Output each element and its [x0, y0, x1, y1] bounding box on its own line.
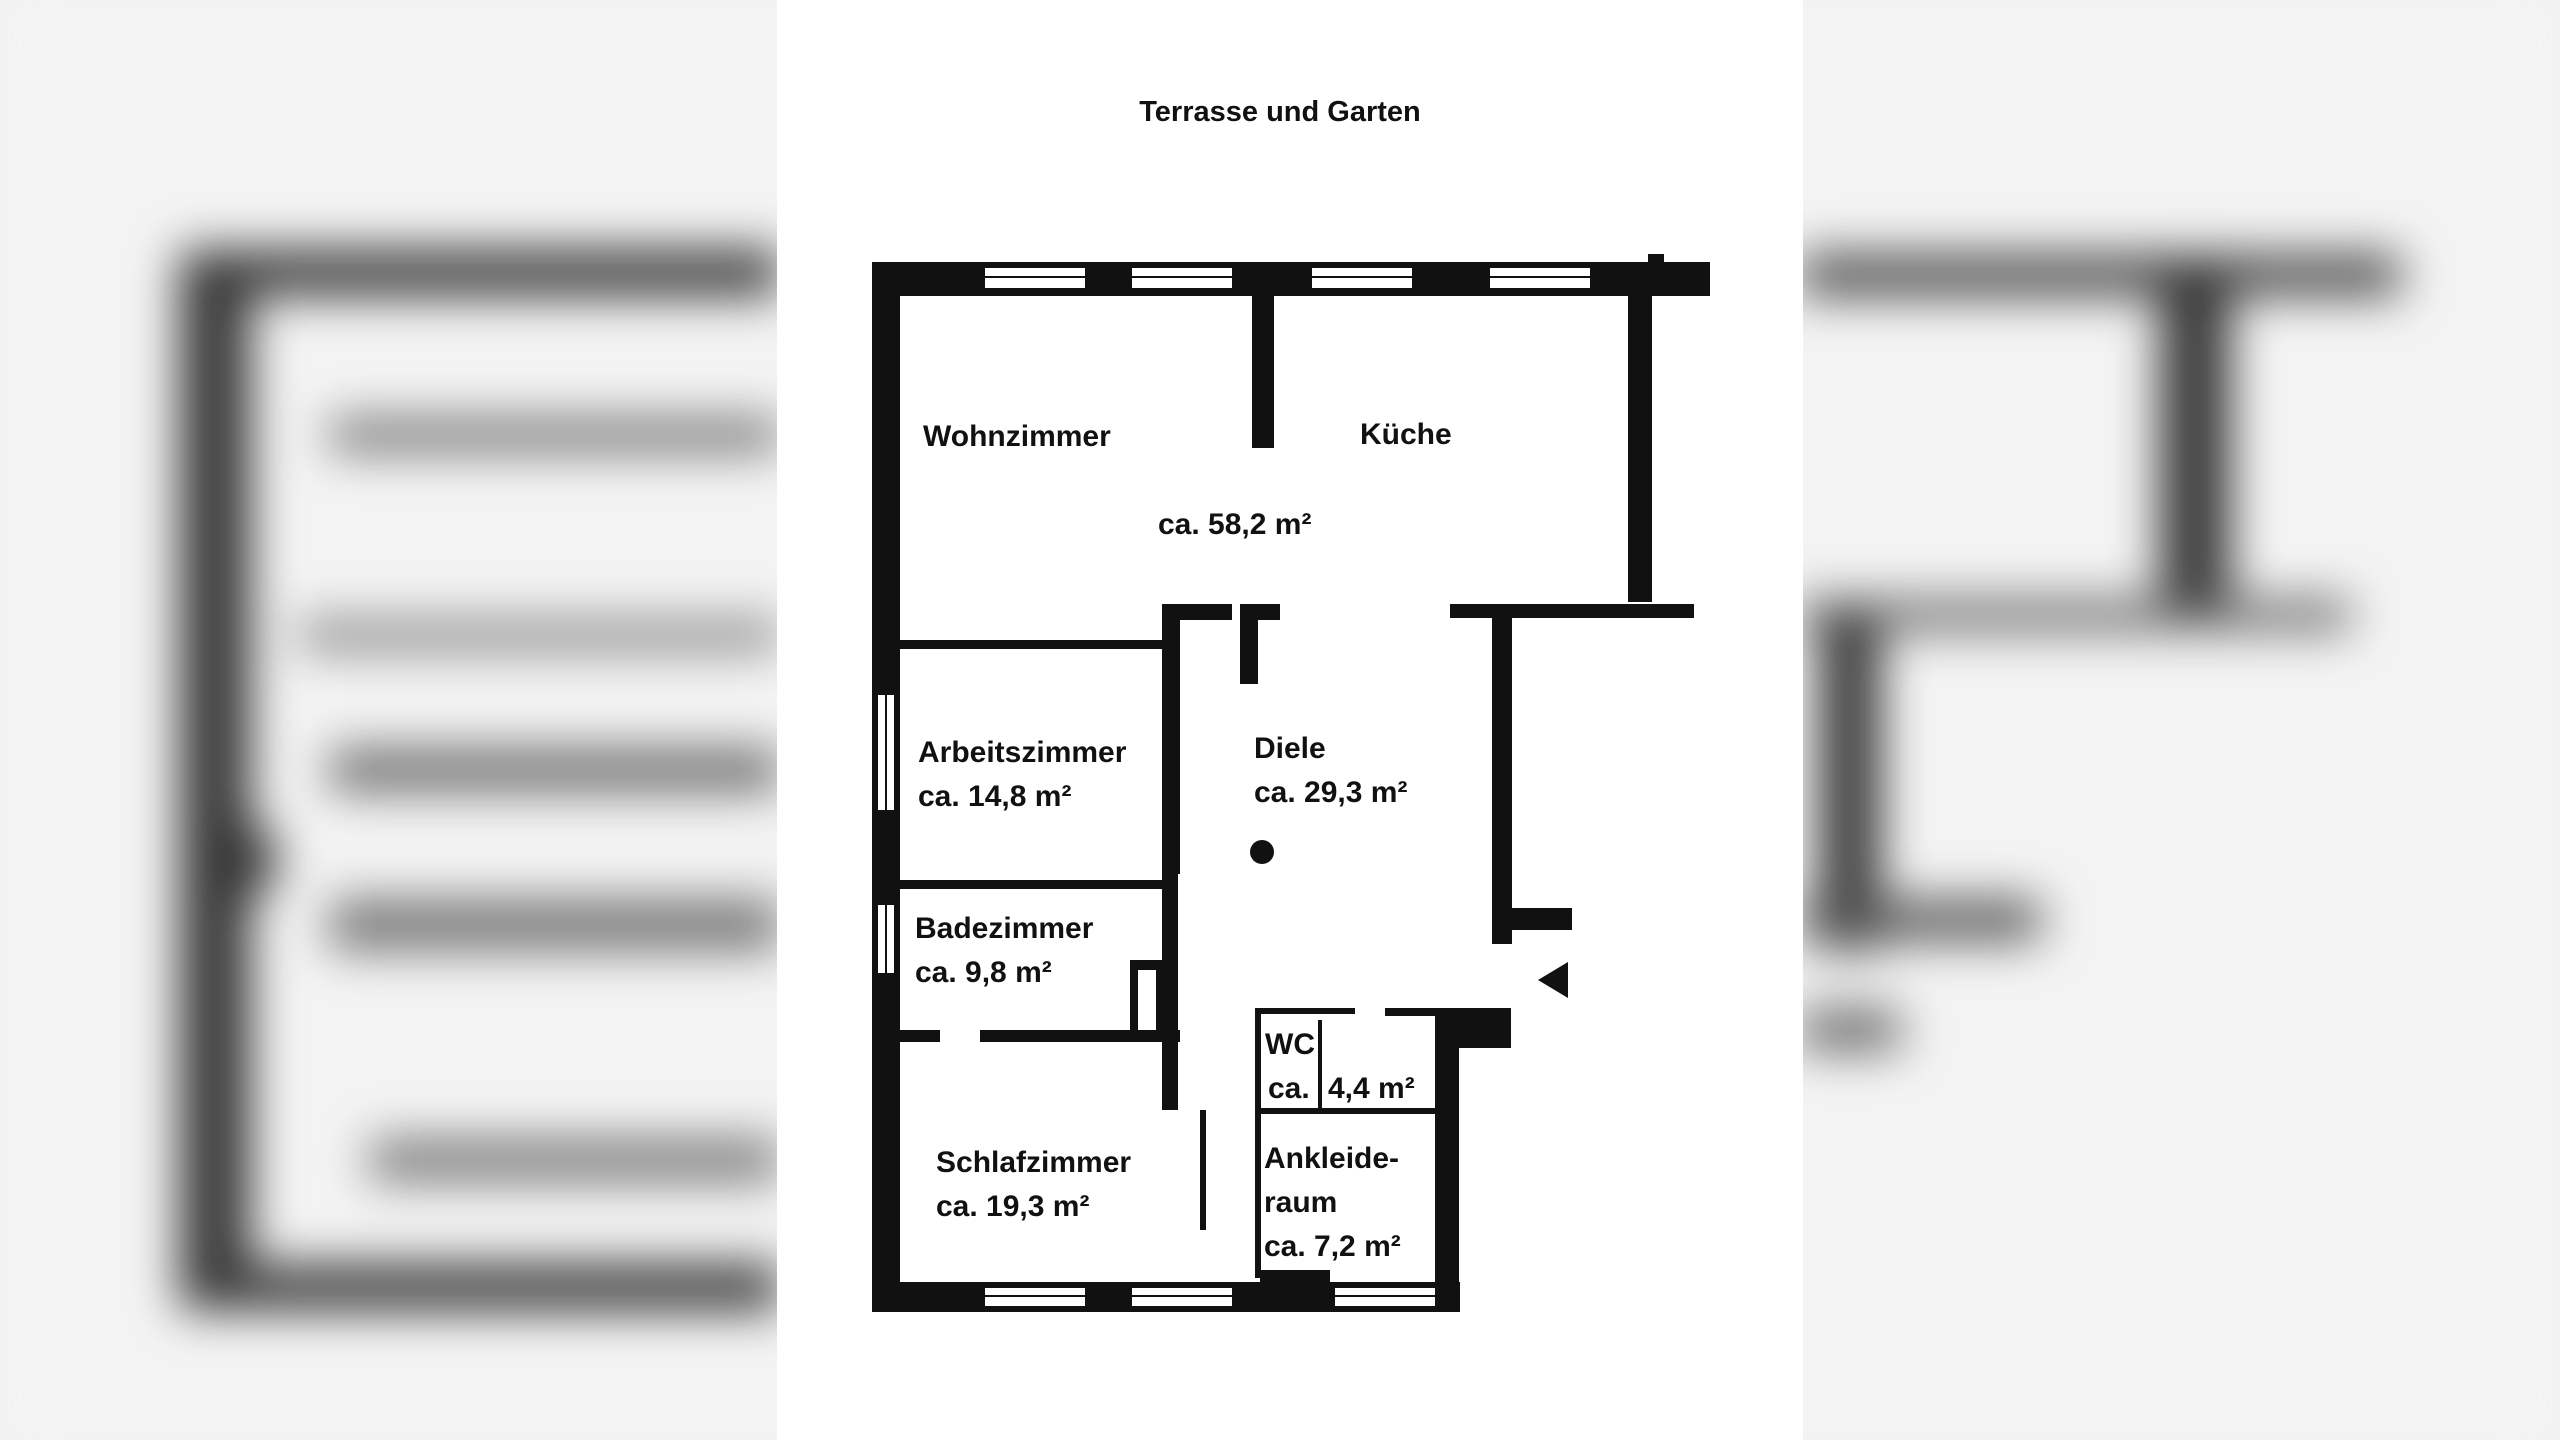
- room-label-wc: WC: [1265, 1028, 1315, 1061]
- window-top-3: [1312, 264, 1412, 292]
- area-label-wc-prefix: ca.: [1268, 1072, 1310, 1105]
- wall-corner-post: [1648, 254, 1664, 274]
- area-label-wc-value: 4,4 m²: [1328, 1072, 1415, 1105]
- entrance-arrow-icon: [1538, 962, 1568, 998]
- plan-title: Terrasse und Garten: [1139, 96, 1421, 128]
- wall-diele-right-notch: [1492, 908, 1572, 930]
- wall-wc-top: [1255, 1008, 1355, 1014]
- wall-wc-divider: [1318, 1020, 1322, 1110]
- window-top-4: [1490, 264, 1590, 292]
- wall-diele-left-lower: [1162, 780, 1178, 1110]
- area-label-badezimmer: ca. 9,8 m²: [915, 956, 1052, 989]
- window-left-2: [874, 905, 898, 973]
- window-top-2: [1132, 264, 1232, 292]
- wall-diele-stub: [1240, 604, 1258, 684]
- window-bottom-2: [1132, 1284, 1232, 1310]
- wall-schlaf-right: [1200, 1110, 1206, 1230]
- room-label-wohnzimmer: Wohnzimmer: [923, 420, 1111, 453]
- wall-bad-schlaf-right: [980, 1030, 1180, 1042]
- room-label-ankleideraum-line2: raum: [1264, 1186, 1338, 1219]
- plan-panel: [777, 0, 1803, 1440]
- wall-wohn-kueche: [1252, 290, 1274, 448]
- room-label-arbeitszimmer: Arbeitszimmer: [918, 736, 1127, 769]
- window-bottom-1: [985, 1284, 1085, 1310]
- room-label-kueche: Küche: [1360, 418, 1452, 451]
- column-dot-icon: [1250, 840, 1274, 864]
- room-label-badezimmer: Badezimmer: [915, 912, 1094, 945]
- window-left-1: [874, 695, 898, 810]
- wall-ankleide-right: [1435, 1016, 1459, 1312]
- wall-bad-shaft-top: [1130, 960, 1164, 970]
- wall-bad-shaft-left: [1130, 960, 1138, 1038]
- wall-diele-right: [1492, 604, 1512, 944]
- area-label-wohnkueche: ca. 58,2 m²: [1158, 508, 1312, 541]
- room-label-diele: Diele: [1254, 732, 1326, 765]
- windows: [874, 264, 1590, 1310]
- room-label-schlafzimmer: Schlafzimmer: [936, 1146, 1132, 1179]
- wall-bottom-corner: [1260, 1270, 1330, 1312]
- wall-diele-top-right: [1450, 604, 1694, 618]
- area-label-arbeitszimmer: ca. 14,8 m²: [918, 780, 1072, 813]
- wall-living-left: [900, 640, 1172, 649]
- wall-bad-shaft-right: [1156, 960, 1164, 1038]
- wall-arbeits-bad: [900, 880, 1170, 889]
- wall-diele-top-stub: [1240, 604, 1280, 620]
- wall-wc-bottom: [1255, 1108, 1445, 1114]
- area-label-ankleideraum: ca. 7,2 m²: [1264, 1230, 1401, 1263]
- window-top-1: [985, 264, 1085, 292]
- area-label-schlafzimmer: ca. 19,3 m²: [936, 1190, 1090, 1223]
- area-label-diele: ca. 29,3 m²: [1254, 776, 1408, 809]
- window-bottom-3: [1335, 1284, 1435, 1310]
- wall-wc-left: [1255, 1008, 1261, 1278]
- room-label-ankleideraum-line1: Ankleide-: [1264, 1142, 1400, 1175]
- wall-bad-schlaf-left: [900, 1030, 940, 1042]
- wall-entrance-block: [1435, 1008, 1511, 1048]
- wall-kitchen-right: [1628, 262, 1652, 602]
